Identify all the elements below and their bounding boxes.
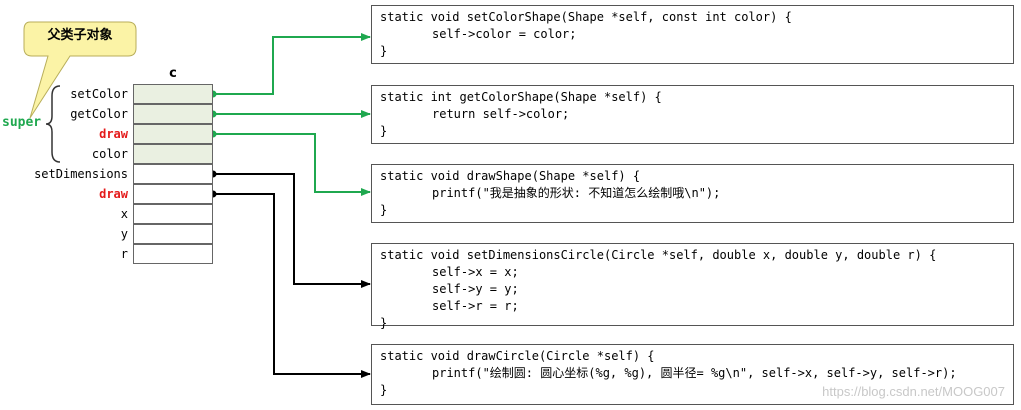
struct-cell-setcolor <box>133 84 213 104</box>
field-label-draw: draw <box>99 187 128 201</box>
arrow-draw-shape <box>213 133 371 196</box>
code-box-setcolorshape: static void setColorShape(Shape *self, c… <box>371 5 1014 64</box>
code-box-setdimensionscircle: static void setDimensionsCircle(Circle *… <box>371 243 1014 330</box>
code-line: printf("绘制圆: 圆心坐标(%g, %g), 圆半径= %g\n", s… <box>432 366 957 380</box>
callout-bubble <box>23 21 137 119</box>
arrow-draw-circle <box>213 193 371 378</box>
code-line: self->color = color; <box>432 27 577 41</box>
code-box-getcolorshape: static int getColorShape(Shape *self) { … <box>371 85 1014 144</box>
code-line: } <box>380 124 388 138</box>
code-line: } <box>380 44 388 58</box>
watermark: https://blog.csdn.net/MOOG007 <box>822 384 1005 399</box>
struct-cell-setdimensions <box>133 164 213 184</box>
field-label-getcolor: getColor <box>70 107 128 121</box>
field-label-setcolor: setColor <box>70 87 128 101</box>
struct-cell-getcolor <box>133 104 213 124</box>
field-label-y: y <box>120 227 128 241</box>
code-line: } <box>380 203 388 217</box>
field-label-color: color <box>91 147 128 161</box>
code-line: self->r = r; <box>432 299 519 313</box>
code-line: return self->color; <box>432 107 570 121</box>
super-brace <box>45 85 61 163</box>
struct-cell-color <box>133 144 213 164</box>
super-label: super <box>2 115 42 130</box>
code-line: self->x = x; <box>432 265 519 279</box>
code-line: static int getColorShape(Shape *self) { <box>380 90 662 104</box>
struct-cell-r <box>133 244 213 264</box>
struct-cell-draw <box>133 184 213 204</box>
code-line: printf("我是抽象的形状: 不知道怎么绘制哦\n"); <box>432 186 721 200</box>
code-line: static void setDimensionsCircle(Circle *… <box>380 248 937 262</box>
code-line: self->y = y; <box>432 282 519 296</box>
code-box-drawshape: static void drawShape(Shape *self) { pri… <box>371 164 1014 223</box>
field-label-r: r <box>120 247 128 261</box>
arrow-setdimensions <box>213 173 371 288</box>
field-label-setdimensions: setDimensions <box>34 167 128 181</box>
callout-text: 父类子对象 <box>47 28 113 43</box>
struct-cell-draw-super <box>133 124 213 144</box>
field-label-x: x <box>120 207 128 221</box>
code-line: static void drawCircle(Circle *self) { <box>380 349 655 363</box>
code-line: static void setColorShape(Shape *self, c… <box>380 10 792 24</box>
struct-title: c <box>169 66 177 81</box>
struct-cell-x <box>133 204 213 224</box>
struct-cell-y <box>133 224 213 244</box>
arrow-setcolor <box>213 33 371 95</box>
field-label-draw-super: draw <box>99 127 128 141</box>
code-box-drawcircle: static void drawCircle(Circle *self) { p… <box>371 344 1014 405</box>
code-line: static void drawShape(Shape *self) { <box>380 169 641 183</box>
code-line: } <box>380 383 388 397</box>
code-line: } <box>380 316 388 330</box>
